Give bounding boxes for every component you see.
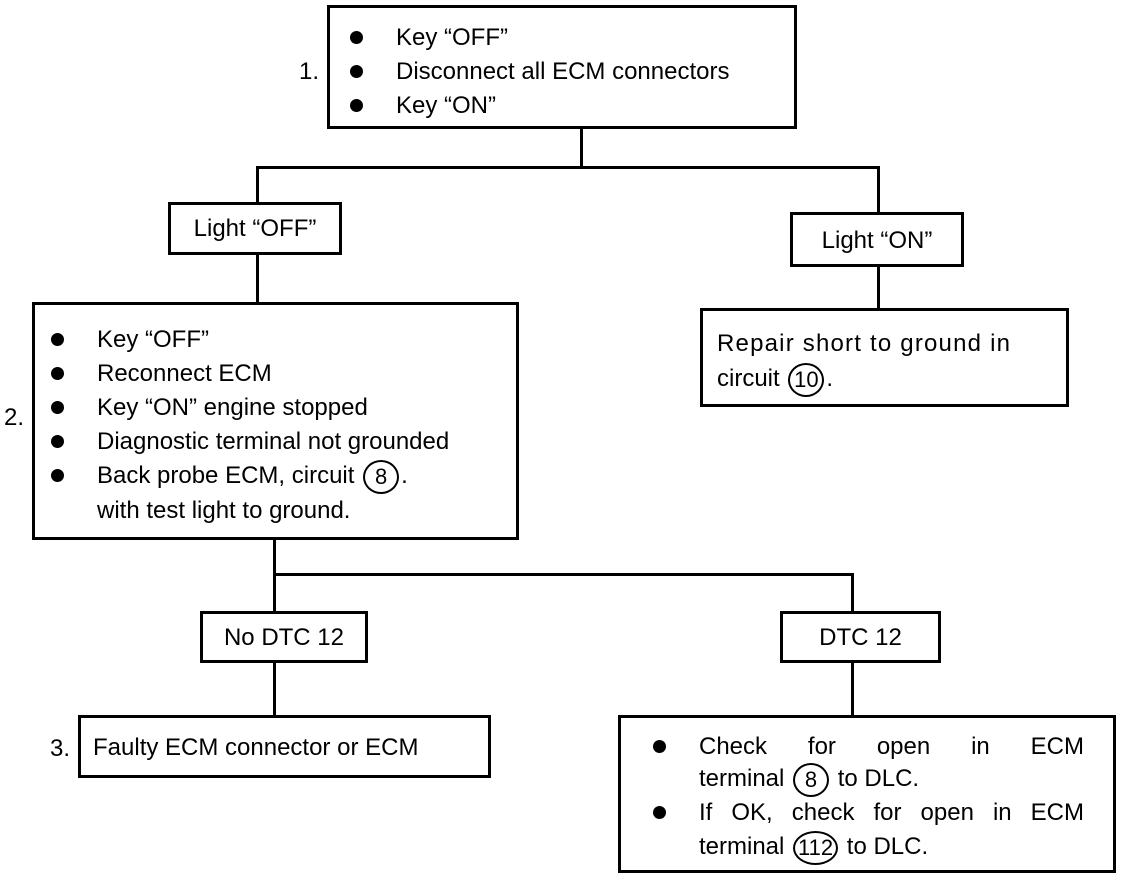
bullet-text: Key “OFF” xyxy=(97,326,209,353)
connector-line xyxy=(580,128,583,168)
step1-bullets: Key “OFF” Disconnect all ECM connectors … xyxy=(350,21,730,123)
no-dtc-box: No DTC 12 xyxy=(200,611,368,663)
check-line-4: terminal 112 to DLC. xyxy=(699,830,928,865)
bullet-text: with test light to ground. xyxy=(97,496,351,524)
bullet-text: Key “ON” xyxy=(396,92,497,119)
bullet-text: Back probe ECM, circuit xyxy=(97,462,355,489)
check-line-2-text: terminal xyxy=(699,765,785,792)
connector-line xyxy=(851,573,854,613)
connector-line xyxy=(273,573,854,576)
bullet-item: Key “ON” engine stopped xyxy=(51,391,449,425)
dtc-box: DTC 12 xyxy=(780,611,941,663)
bullet-text: Diagnostic terminal not grounded xyxy=(97,428,450,455)
repair-line-2: circuit 10. xyxy=(717,362,833,397)
bullet-dot xyxy=(51,401,64,414)
repair-line-2-suffix: . xyxy=(826,365,834,392)
bullet-dot xyxy=(51,333,64,346)
repair-line-1: Repair short to ground in xyxy=(717,330,1012,357)
step2-box: Key “OFF” Reconnect ECM Key “ON” engine … xyxy=(32,302,519,540)
light-on-box: Light “ON” xyxy=(790,212,964,267)
bullet-text-suffix: . xyxy=(401,462,408,489)
bullet-item: Reconnect ECM xyxy=(51,357,449,391)
light-off-label: Light “OFF” xyxy=(193,215,317,242)
bullet-item: Key “OFF” xyxy=(350,21,729,55)
bullet-dot xyxy=(350,65,363,78)
bullet-item: Key “ON” xyxy=(350,89,729,123)
connector-line xyxy=(273,538,276,576)
bullet-item: Diagnostic terminal not grounded xyxy=(51,425,450,459)
light-on-label: Light “ON” xyxy=(821,227,933,254)
connector-line xyxy=(877,265,880,310)
connector-line xyxy=(877,166,880,214)
check-line-4-suffix: to DLC. xyxy=(846,833,929,860)
connector-line xyxy=(256,166,259,204)
check-line-4-text: terminal xyxy=(699,833,785,860)
connector-line xyxy=(256,166,880,169)
step2-bullets: Key “OFF” Reconnect ECM Key “ON” engine … xyxy=(51,323,450,528)
dtc-label: DTC 12 xyxy=(819,624,902,651)
step3-text: Faulty ECM connector or ECM xyxy=(93,734,419,761)
check-line-2-suffix: to DLC. xyxy=(837,765,920,792)
bullet-dot xyxy=(51,435,64,448)
step3-box: Faulty ECM connector or ECM xyxy=(78,715,491,778)
bullet-dot xyxy=(51,469,64,482)
terminal-number-badge: 112 xyxy=(793,830,839,865)
step1-box: Key “OFF” Disconnect all ECM connectors … xyxy=(327,5,797,129)
step-number-2: 2. xyxy=(4,404,25,431)
terminal-number-badge: 8 xyxy=(793,762,830,797)
connector-line xyxy=(273,573,276,613)
bullet-text: Key “OFF” xyxy=(396,24,508,51)
step-number-3: 3. xyxy=(50,735,71,762)
bullet-item: Disconnect all ECM connectors xyxy=(350,55,730,89)
circuit-number-badge: 10 xyxy=(788,362,825,397)
bullet-dot xyxy=(653,740,666,753)
bullet-dot xyxy=(350,31,363,44)
bullet-continuation: with test light to ground. xyxy=(97,494,449,528)
check-line-1: Check for open in ECM xyxy=(699,733,1084,760)
check-line-2: terminal 8 to DLC. xyxy=(699,762,919,797)
light-off-box: Light “OFF” xyxy=(168,202,342,255)
connector-line xyxy=(256,254,259,304)
bullet-text: Key “ON” engine stopped xyxy=(97,394,368,421)
check-open-box: Check for open in ECM terminal 8 to DLC.… xyxy=(618,715,1116,873)
step-number-1: 1. xyxy=(299,58,320,85)
bullet-text: Reconnect ECM xyxy=(97,360,272,387)
connector-line xyxy=(851,661,854,717)
bullet-item: Key “OFF” xyxy=(51,323,449,357)
repair-line-2-text: circuit xyxy=(717,365,780,392)
connector-line xyxy=(273,661,276,717)
circuit-number-badge: 8 xyxy=(363,459,400,494)
bullet-dot xyxy=(51,367,64,380)
bullet-dot xyxy=(350,99,363,112)
bullet-item: Back probe ECM, circuit 8. xyxy=(51,459,449,494)
bullet-text: Disconnect all ECM connectors xyxy=(396,58,730,85)
check-line-3: If OK, check for open in ECM xyxy=(699,799,1084,826)
bullet-dot xyxy=(653,806,666,819)
no-dtc-label: No DTC 12 xyxy=(223,624,345,651)
repair-short-box: Repair short to ground in circuit 10. xyxy=(700,308,1069,407)
